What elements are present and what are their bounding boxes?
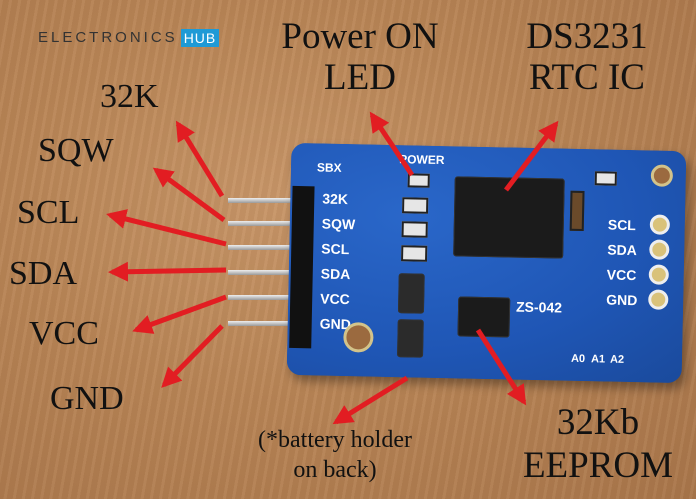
pin-label-gnd: GND (50, 380, 124, 417)
arrow-power-led (369, 111, 415, 177)
arrow-scl (106, 209, 227, 247)
arrow-eeprom (475, 328, 527, 406)
arrow-vcc (132, 294, 227, 334)
pin-label-sqw: SQW (38, 132, 114, 169)
arrow-gnd (161, 324, 224, 388)
eeprom-label: 32Kb EEPROM (500, 404, 696, 484)
logo-badge: HUB (180, 28, 220, 47)
battery-line1: (*battery holder (258, 427, 412, 453)
rtc-ic-line1: DS3231 (526, 16, 648, 57)
power-led-line1: Power ON (281, 16, 439, 57)
arrow-32k (175, 120, 225, 198)
header-pin-wire (228, 221, 300, 226)
pin-label-scl: SCL (17, 194, 80, 231)
header-pin-wire (228, 270, 300, 275)
power-led-label: Power ON LED (260, 18, 460, 96)
rtc-ic-line2: RTC IC (529, 57, 645, 98)
arrow-battery (332, 375, 409, 425)
power-led-line2: LED (324, 57, 396, 98)
pin-label-32k: 32K (100, 78, 159, 115)
eeprom-line1: 32Kb (556, 402, 640, 443)
pin-label-vcc: VCC (29, 315, 99, 352)
arrow-sda (108, 261, 227, 282)
arrow-sqw (152, 167, 226, 223)
electronics-hub-logo: ELECTRONICS HUB (38, 27, 220, 48)
header-pin-wire (228, 245, 300, 250)
arrow-rtc-ic (504, 120, 559, 192)
logo-text: ELECTRONICS (38, 29, 178, 46)
battery-note: (*battery holder on back) (210, 428, 460, 482)
pin-label-sda: SDA (9, 255, 78, 292)
header-pin-wire (228, 295, 300, 300)
eeprom-line2: EEPROM (522, 445, 674, 486)
rtc-ic-label: DS3231 RTC IC (500, 18, 674, 96)
header-pin-wire (228, 321, 300, 326)
header-pin-wire (228, 198, 300, 203)
battery-line2: on back) (293, 457, 377, 483)
